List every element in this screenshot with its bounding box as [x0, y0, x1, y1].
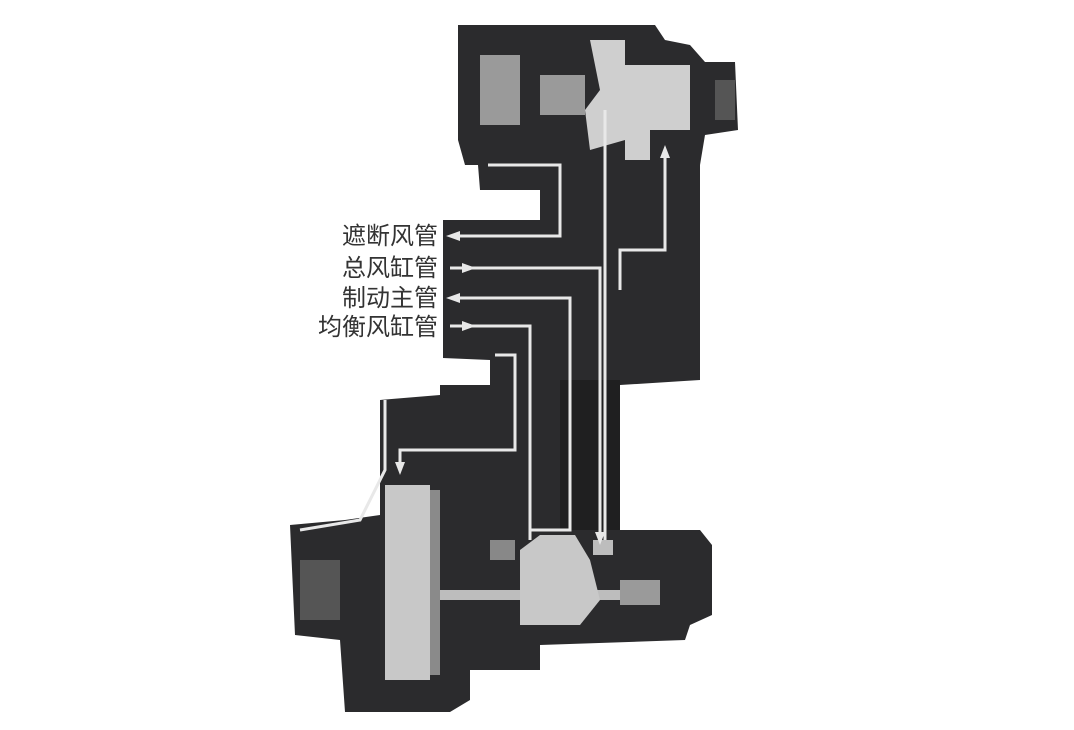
- label-brake-pipe: 制动主管: [342, 284, 438, 312]
- arrow-out-icon: [446, 231, 460, 241]
- arrow-up-icon: [660, 145, 670, 158]
- label-cutoff-pipe: 遮断风管: [342, 222, 438, 250]
- lower-valve-internals: [300, 485, 660, 680]
- label-equalizing-reservoir-pipe: 均衡风缸管: [318, 313, 438, 341]
- air-passages: [299, 110, 667, 540]
- label-main-reservoir-pipe: 总风缸管: [342, 254, 438, 282]
- upper-valve-internals: [480, 40, 735, 160]
- arrow-out-icon: [446, 293, 460, 303]
- arrow-down-icon: [595, 532, 605, 545]
- arrow-in-icon: [462, 321, 476, 331]
- arrow-down-icon: [395, 462, 405, 475]
- arrow-in-icon: [462, 263, 476, 273]
- arrows: [395, 145, 670, 545]
